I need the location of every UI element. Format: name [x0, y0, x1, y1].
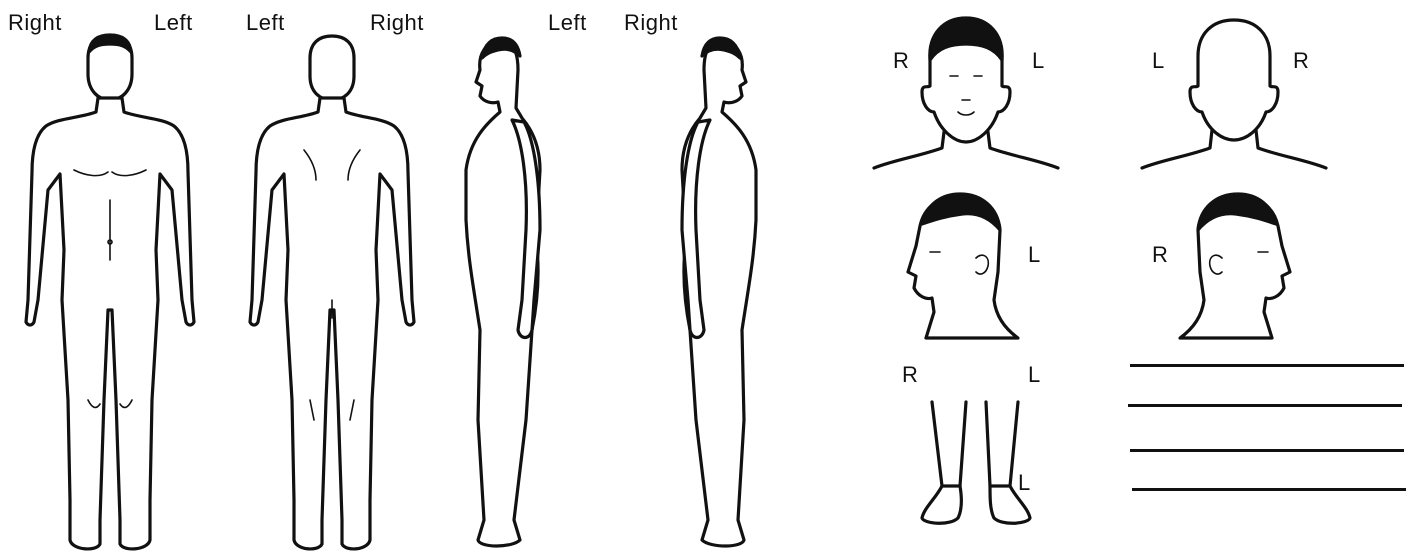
- note-line-2: [1128, 404, 1402, 407]
- left-side-body-figure: [466, 38, 540, 546]
- note-line-1: [1130, 364, 1404, 367]
- head-right-profile-figure: [1180, 194, 1290, 338]
- head-front-figure: [874, 18, 1058, 168]
- head-back-figure: [1142, 20, 1326, 168]
- head-left-profile-figure: [908, 194, 1018, 338]
- note-line-4: [1132, 488, 1406, 491]
- legs-feet-figure: [922, 402, 1030, 523]
- note-line-3: [1130, 449, 1404, 452]
- front-body-figure: [26, 35, 194, 549]
- back-body-figure: [250, 36, 414, 549]
- right-side-body-figure: [682, 38, 756, 546]
